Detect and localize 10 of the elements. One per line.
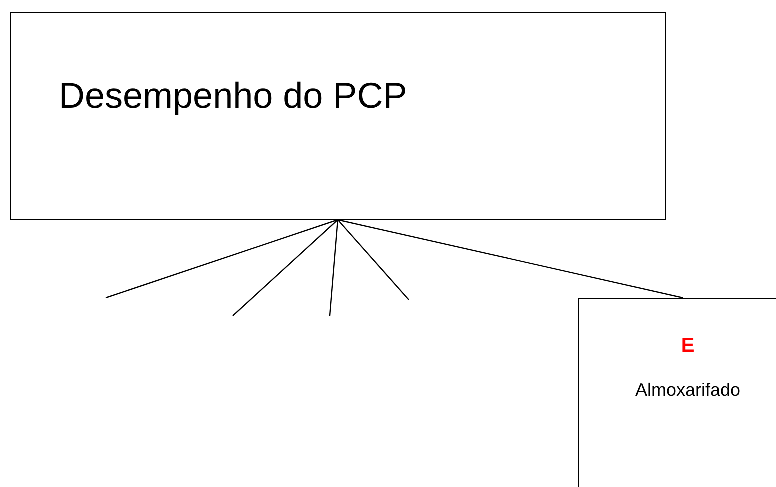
connector-line	[106, 219, 338, 299]
connector-line	[232, 220, 338, 316]
connector-line	[329, 220, 339, 316]
box-heading: E	[681, 335, 695, 358]
connector-line	[338, 220, 410, 300]
box-heading: Desempenho do PCP	[59, 75, 408, 117]
connector-line	[338, 219, 684, 299]
text-box	[10, 12, 666, 220]
text-box	[578, 298, 776, 487]
box-text: Almoxarifado	[635, 380, 741, 401]
